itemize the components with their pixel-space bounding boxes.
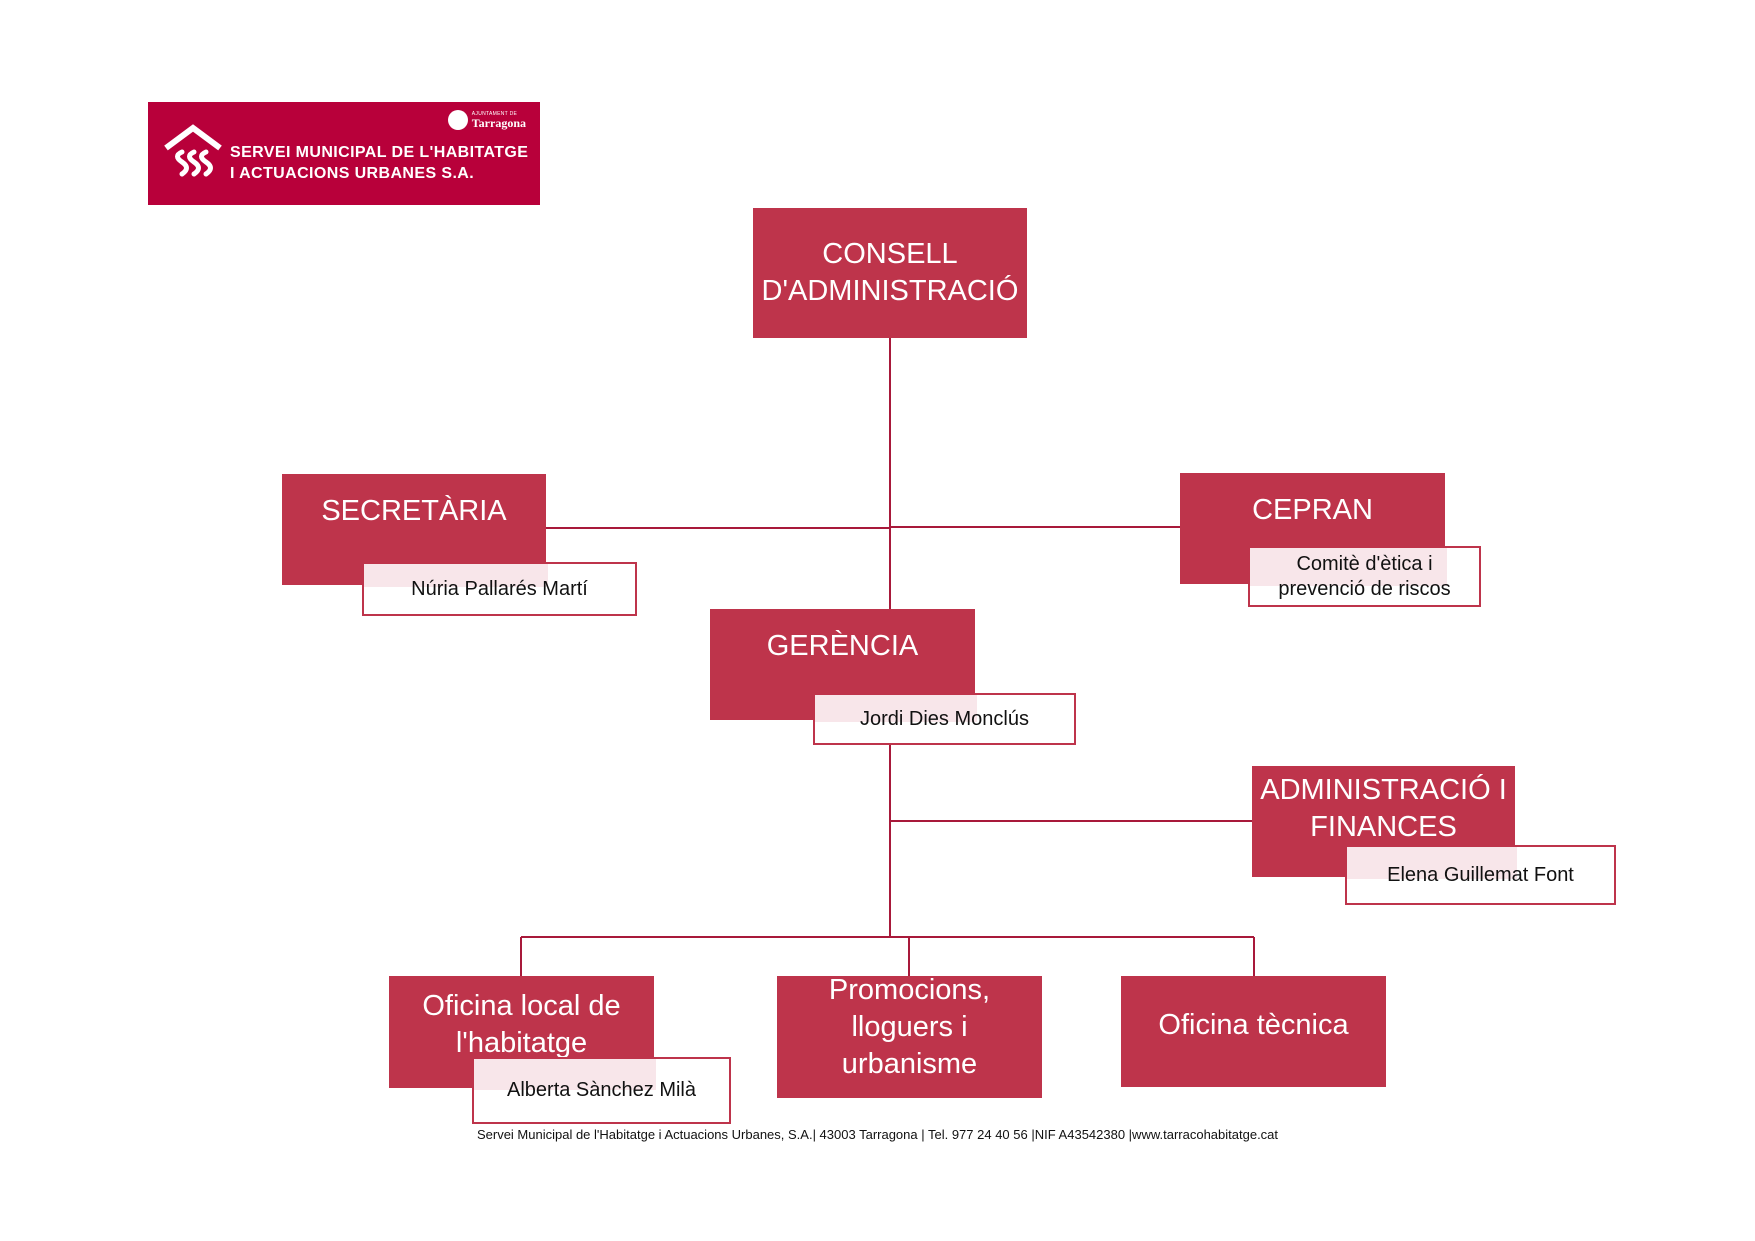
gerencia-person-box: Jordi Dies Monclús [813,693,1076,745]
consell-line-1: CONSELL [822,238,958,270]
company-logo: SERVEI MUNICIPAL DE L'HABITATGE I ACTUAC… [148,102,540,205]
oficina-tecnica-box: Oficina tècnica [1121,976,1386,1087]
secretaria-title: SECRETÀRIA [321,495,507,527]
tarragona-emblem-icon [447,110,468,130]
cepran-description-line-2: prevenció de riscos [1278,577,1451,600]
cepran-description-line-1: Comitè d'ètica i [1296,552,1433,575]
consell-line-2: D'ADMINISTRACIÓ [761,275,1019,307]
consell-administracio-box: CONSELL D'ADMINISTRACIÓ [753,208,1027,338]
promocions-line-3: urbanisme [841,1048,978,1080]
brand-name-text: Tarragona [471,115,526,130]
secretaria-person-box: Núria Pallarés Martí [362,562,637,616]
administracio-line-1: ADMINISTRACIÓ I [1260,773,1507,806]
oficina-local-person-box: Alberta Sànchez Milà [472,1057,731,1124]
promocions-box: Promocions, lloguers i urbanisme [777,974,1042,1098]
brand-top-text: AJUNTAMENT DE [471,110,518,117]
logo-text-line2: I ACTUACIONS URBANES S.A. [230,165,475,182]
oficina-local-person: Alberta Sànchez Milà [507,1079,696,1101]
tarragona-brand: AJUNTAMENT DE Tarragona [447,110,526,130]
administracio-person-box: Elena Guillemat Font [1345,845,1616,905]
secretaria-person: Núria Pallarés Martí [411,577,588,600]
cepran-description-box: Comitè d'ètica i prevenció de riscos [1248,546,1481,607]
footer-contact-info: Servei Municipal de l'Habitatge i Actuac… [476,1127,1279,1142]
administracio-line-2: FINANCES [1310,810,1457,843]
promocions-line-1: Promocions, [828,974,991,1006]
promocions-line-2: lloguers i [851,1011,968,1043]
administracio-person: Elena Guillemat Font [1387,863,1574,886]
cepran-title: CEPRAN [1252,494,1373,526]
oficina-local-line-1: Oficina local de [422,990,621,1022]
house-stairs-icon [164,124,222,177]
gerencia-person: Jordi Dies Monclús [860,707,1029,730]
logo-text-line1: SERVEI MUNICIPAL DE L'HABITATGE [230,144,529,161]
oficina-local-line-2: l'habitatge [455,1027,588,1059]
gerencia-title: GERÈNCIA [766,630,919,662]
oficina-tecnica-title: Oficina tècnica [1158,1009,1349,1041]
